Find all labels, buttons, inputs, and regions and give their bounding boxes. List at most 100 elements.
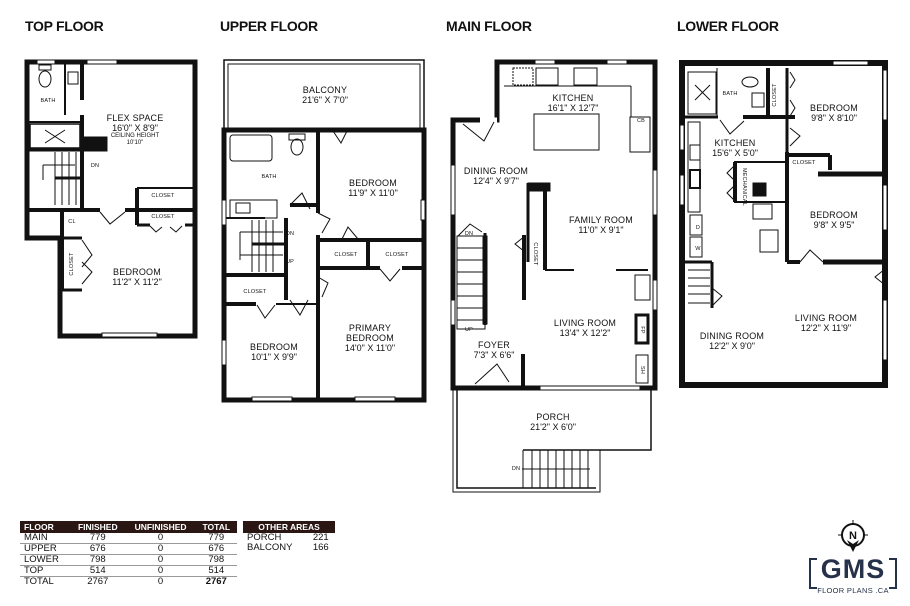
total-cell: 2767 (205, 576, 227, 587)
room-name: KITCHEN (714, 138, 756, 148)
lower-kitchen-label: KITCHEN 15'6" X 5'0" (712, 138, 758, 158)
unfinished-cell: 0 (157, 576, 164, 587)
main-up-label: UP (464, 327, 474, 333)
top-closet-1-label: CLOSET (151, 193, 175, 199)
main-floor-title: MAIN FLOOR (446, 18, 532, 34)
main-porch-label: PORCH 21'2" X 6'0" (530, 412, 576, 432)
room-dimensions: 12'2" X 11'9" (800, 323, 852, 333)
top-cl-label: CL (68, 219, 76, 225)
lower-dining-room-label: DINING ROOM 12'2" X 9'0" (700, 331, 764, 351)
top-floor-title: TOP FLOOR (25, 18, 104, 34)
area-name-cell: BALCONY (247, 542, 293, 553)
room-dimensions: 12'2" X 9'0" (709, 341, 755, 351)
table-row: MAIN 779 0 779 (20, 533, 237, 544)
unfinished-cell: 0 (125, 533, 196, 544)
room-dimensions: 21'2" X 6'0" (530, 422, 576, 432)
main-dn-label: DN (464, 231, 474, 237)
unfinished-cell: 0 (125, 543, 196, 555)
main-dining-room-label: DINING ROOM 12'4" X 9'7" (464, 166, 528, 186)
room-dimensions: 12'4" X 9'7" (473, 176, 519, 186)
gms-logo: N GMS FLOOR PLANS .CA (806, 518, 900, 600)
room-name: PORCH (536, 412, 570, 422)
room-name: FLEX SPACE (106, 113, 164, 123)
room-name: BEDROOM (250, 342, 298, 352)
finished-cell: 2767 (87, 576, 109, 587)
lower-dryer-label: D (695, 225, 701, 231)
lower-floor-title: LOWER FLOOR (677, 18, 779, 34)
room-dimensions: 16'1" X 12'7" (547, 103, 599, 113)
table-row: UPPER 676 0 676 (20, 543, 237, 555)
upper-primary-bedroom-label: PRIMARY BEDROOM 14'0" X 11'0" (345, 323, 395, 353)
table-row: TOP 514 0 514 (20, 565, 237, 577)
room-name: KITCHEN (552, 93, 594, 103)
top-floor-plan (24, 59, 198, 339)
floor-cell: UPPER (20, 543, 70, 555)
table-row-total: TOTAL 2767 0 2767 (20, 577, 237, 588)
room-dimensions: 7'3" X 6'6" (473, 350, 515, 360)
top-bedroom-label: BEDROOM 11'2" X 11'2" (112, 267, 162, 287)
unfinished-cell: 0 (125, 554, 196, 566)
upper-floor-title: UPPER FLOOR (220, 18, 318, 34)
room-name: PRIMARY (348, 323, 392, 333)
floor-cell: MAIN (20, 533, 70, 544)
other-areas-table: OTHER AREAS PORCH 221 BALCONY 166 (243, 521, 335, 553)
ceiling-height-value: 10'10" (126, 140, 144, 146)
total-cell: 798 (195, 554, 237, 566)
floor-cell: TOTAL (24, 576, 54, 587)
room-name: DINING ROOM (463, 166, 529, 176)
lower-mechanical-label: MECHANICAL (741, 167, 747, 207)
logo-brand: GMS (820, 554, 886, 584)
room-dimensions: 9'8" X 9'5" (813, 220, 855, 230)
lower-living-room-label: LIVING ROOM 12'2" X 11'9" (795, 313, 857, 333)
total-cell: 514 (195, 565, 237, 577)
room-dimensions: 11'2" X 11'2" (112, 277, 162, 287)
room-name: BALCONY (302, 85, 348, 95)
room-name: FAMILY ROOM (569, 215, 633, 225)
main-cb-label: CB (636, 118, 646, 124)
table-row: LOWER 798 0 798 (20, 554, 237, 566)
main-sh-label: SH (639, 365, 645, 375)
table-row: PORCH 221 (243, 533, 335, 543)
main-floor-plan (450, 59, 658, 493)
room-dimensions: 14'0" X 11'0" (344, 343, 396, 353)
compass-north-letter: N (849, 530, 857, 542)
upper-up-label: UP (285, 259, 295, 265)
main-fireplace-label: FP (639, 326, 645, 334)
main-living-room-label: LIVING ROOM 13'4" X 12'2" (554, 318, 616, 338)
total-cell: 676 (195, 543, 237, 555)
room-name: BEDROOM (349, 178, 397, 188)
upper-bedroom-1-label: BEDROOM 11'9" X 11'0" (348, 178, 398, 198)
floor-area-table: FLOOR FINISHED UNFINISHED TOTAL MAIN 779… (20, 521, 237, 587)
top-flex-space-label: FLEX SPACE 16'0" X 8'9" CEILING HEIGHT 1… (107, 113, 164, 147)
lower-bath-label: BATH (722, 91, 738, 97)
room-name: FOYER (477, 340, 511, 350)
logo-bracket-left (809, 558, 817, 589)
upper-bath-label: BATH (261, 174, 277, 180)
room-name: DINING ROOM (699, 331, 765, 341)
top-closet-2-label: CLOSET (151, 214, 175, 220)
unfinished-cell: 0 (125, 565, 196, 577)
floor-cell: LOWER (20, 554, 70, 566)
room-name: LIVING ROOM (553, 318, 617, 328)
main-family-room-label: FAMILY ROOM 11'0" X 9'1" (569, 215, 633, 235)
area-value-cell: 166 (312, 542, 329, 553)
room-dimensions: 9'8" X 8'10" (811, 113, 857, 123)
col-header-finished: FINISHED (69, 521, 126, 533)
room-dimensions: 13'4" X 12'2" (559, 328, 611, 338)
room-dimensions: 21'6" X 7'0" (302, 95, 348, 105)
table-header-row: FLOOR FINISHED UNFINISHED TOTAL (20, 521, 237, 533)
main-kitchen-label: KITCHEN 16'1" X 12'7" (548, 93, 599, 113)
upper-dn-label: DN (285, 231, 295, 237)
upper-balcony-label: BALCONY 21'6" X 7'0" (302, 85, 348, 105)
lower-bedroom-1-label: BEDROOM 9'8" X 8'10" (810, 103, 858, 123)
col-header-floor: FLOOR (20, 521, 70, 533)
col-header-unfinished: UNFINISHED (125, 521, 196, 533)
room-dimensions: 15'6" X 5'0" (712, 148, 758, 158)
floor-cell: TOP (20, 565, 70, 577)
compass-icon: N (838, 520, 868, 552)
ceiling-height-label: CEILING HEIGHT (110, 133, 160, 139)
room-dimensions: 16'0" X 8'9" (112, 123, 158, 133)
main-porch-dn-label: DN (511, 466, 521, 472)
main-foyer-label: FOYER 7'3" X 6'6" (474, 340, 515, 360)
